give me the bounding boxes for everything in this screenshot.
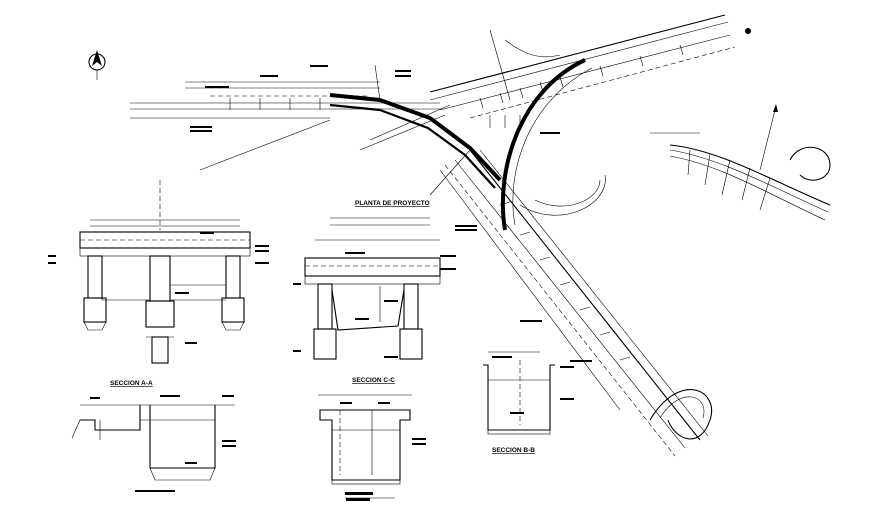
section-left-longitudinal	[48, 180, 269, 364]
seccion-cc-title: SECCION C-C	[352, 377, 395, 384]
section-middle-transverse: PLANTA DE PROYECTO	[293, 200, 456, 360]
site-plan	[130, 14, 736, 457]
north-arrow-icon	[88, 50, 106, 80]
seccion-bb-drawing: SECCION B-B	[483, 351, 574, 454]
seccion-cc-drawing: SECCION C-C	[318, 377, 426, 501]
seccion-bb-title: SECCION B-B	[492, 447, 535, 454]
compass-dot-icon	[745, 28, 751, 34]
seccion-aa-drawing: SECCION A-A	[71, 380, 236, 492]
planta-de-proyecto-title: PLANTA DE PROYECTO	[355, 200, 430, 207]
seccion-aa-title: SECCION A-A	[110, 380, 153, 387]
detail-plan-right	[650, 104, 831, 221]
scale-bar	[345, 492, 395, 499]
